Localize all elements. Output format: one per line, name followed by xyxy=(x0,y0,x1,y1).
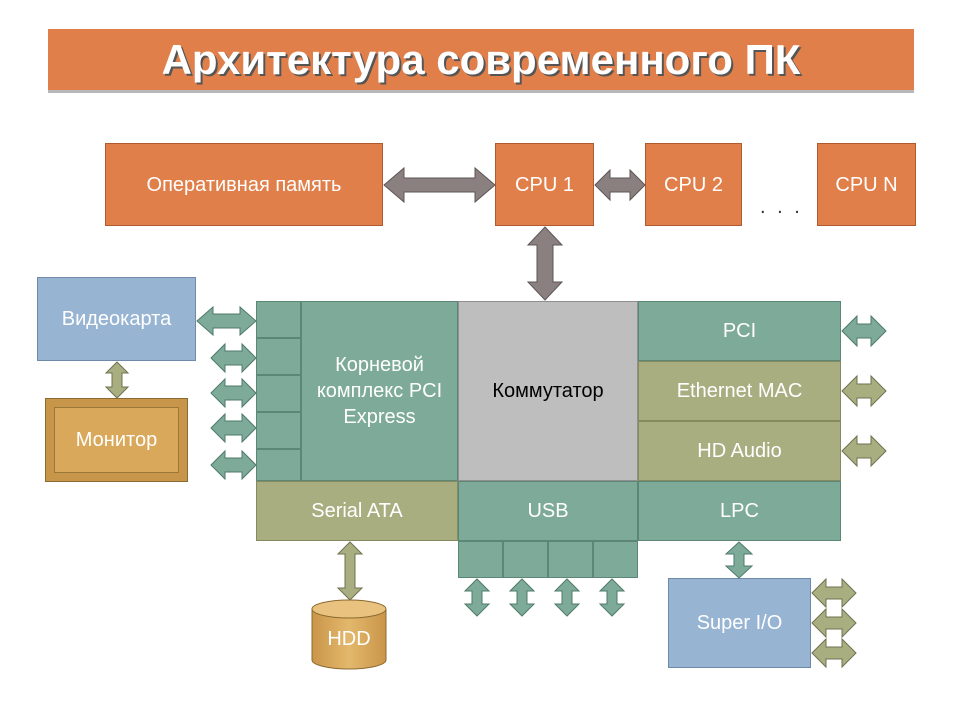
monitor-frame: Монитор xyxy=(45,398,188,482)
usb-port-cell xyxy=(593,541,638,578)
switch-block: Коммутатор xyxy=(458,301,638,481)
hdd-label: HDD xyxy=(327,627,371,650)
pcie-port-arrow xyxy=(210,412,257,444)
sata-hdd-arrow xyxy=(336,541,364,601)
pcie-port-cell xyxy=(256,301,301,338)
pcie-port-cell xyxy=(256,412,301,449)
usb-port-arrow xyxy=(553,578,581,617)
lpc-block: LPC xyxy=(638,481,841,541)
videocard-monitor-arrow xyxy=(104,361,130,399)
videocard-block: Видеокарта xyxy=(37,277,196,361)
usb-port-arrow xyxy=(463,578,491,617)
monitor-block: Монитор xyxy=(54,407,179,473)
usb-block: USB xyxy=(458,481,638,541)
pcie-port-arrow xyxy=(210,377,257,409)
usb-port-cell xyxy=(503,541,548,578)
page-title: Архитектура современного ПК xyxy=(161,35,801,83)
cpun-block: CPU N xyxy=(817,143,916,226)
usb-port-arrow xyxy=(598,578,626,617)
title-bar: Архитектура современного ПК xyxy=(48,29,914,93)
pcie-port-cell xyxy=(256,449,301,481)
pcie-port-cell xyxy=(256,375,301,412)
cpu1-switch-arrow xyxy=(526,226,564,301)
hd-audio-arrow xyxy=(841,434,887,468)
usb-port-cell xyxy=(458,541,503,578)
ram-block: Оперативная память xyxy=(105,143,383,226)
superio-port-arrow xyxy=(811,577,857,609)
super-io-block: Super I/O xyxy=(668,578,811,668)
videocard-pcie-arrow xyxy=(196,305,257,337)
pci-block: PCI xyxy=(638,301,841,361)
superio-port-arrow xyxy=(811,607,857,639)
pcie-port-arrow xyxy=(210,342,257,374)
hdd-cylinder xyxy=(311,599,387,670)
sata-block: Serial ATA xyxy=(256,481,458,541)
cpu-ellipsis: . . . xyxy=(760,196,803,218)
pcie-port-arrow xyxy=(210,449,257,481)
cpu1-block: CPU 1 xyxy=(495,143,594,226)
ram-cpu1-arrow xyxy=(383,166,496,204)
lpc-superio-arrow xyxy=(724,541,754,579)
cpu1-cpu2-arrow xyxy=(594,168,646,202)
pci-arrow xyxy=(841,314,887,348)
ethernet-arrow xyxy=(841,374,887,408)
hd-audio-block: HD Audio xyxy=(638,421,841,481)
usb-port-arrow xyxy=(508,578,536,617)
pcie-root-complex: Корневой комплекс PCI Express xyxy=(301,301,458,481)
superio-port-arrow xyxy=(811,637,857,669)
pcie-port-cell xyxy=(256,338,301,375)
cpu2-block: CPU 2 xyxy=(645,143,742,226)
ethernet-block: Ethernet MAC xyxy=(638,361,841,421)
usb-port-cell xyxy=(548,541,593,578)
